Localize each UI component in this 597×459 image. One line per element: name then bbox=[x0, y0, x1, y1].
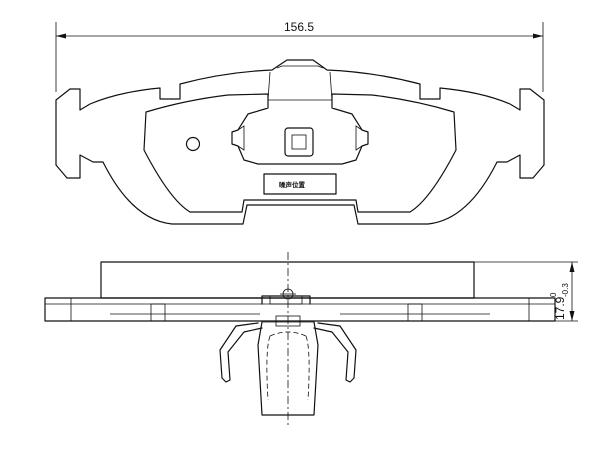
wear-indicator-label-box: 噪声位置 bbox=[263, 173, 337, 195]
mounting-hole bbox=[185, 136, 201, 152]
spring-clip bbox=[219, 315, 357, 416]
center-boss bbox=[284, 127, 314, 157]
thickness-value: 17.9 bbox=[553, 296, 567, 320]
thickness-dimension: 17.9 0 -0.3 bbox=[474, 261, 578, 322]
side-view bbox=[44, 252, 556, 425]
overall-width-value: 156.5 bbox=[284, 20, 314, 34]
thickness-tolerance-upper: 0 bbox=[549, 292, 558, 297]
overall-width-dimension: 156.5 bbox=[55, 20, 544, 92]
backing-plate-top-view bbox=[55, 59, 545, 225]
friction-material-top-view bbox=[143, 93, 457, 213]
wear-indicator-label: 噪声位置 bbox=[279, 180, 306, 189]
thickness-tolerance-lower: -0.3 bbox=[561, 283, 570, 297]
